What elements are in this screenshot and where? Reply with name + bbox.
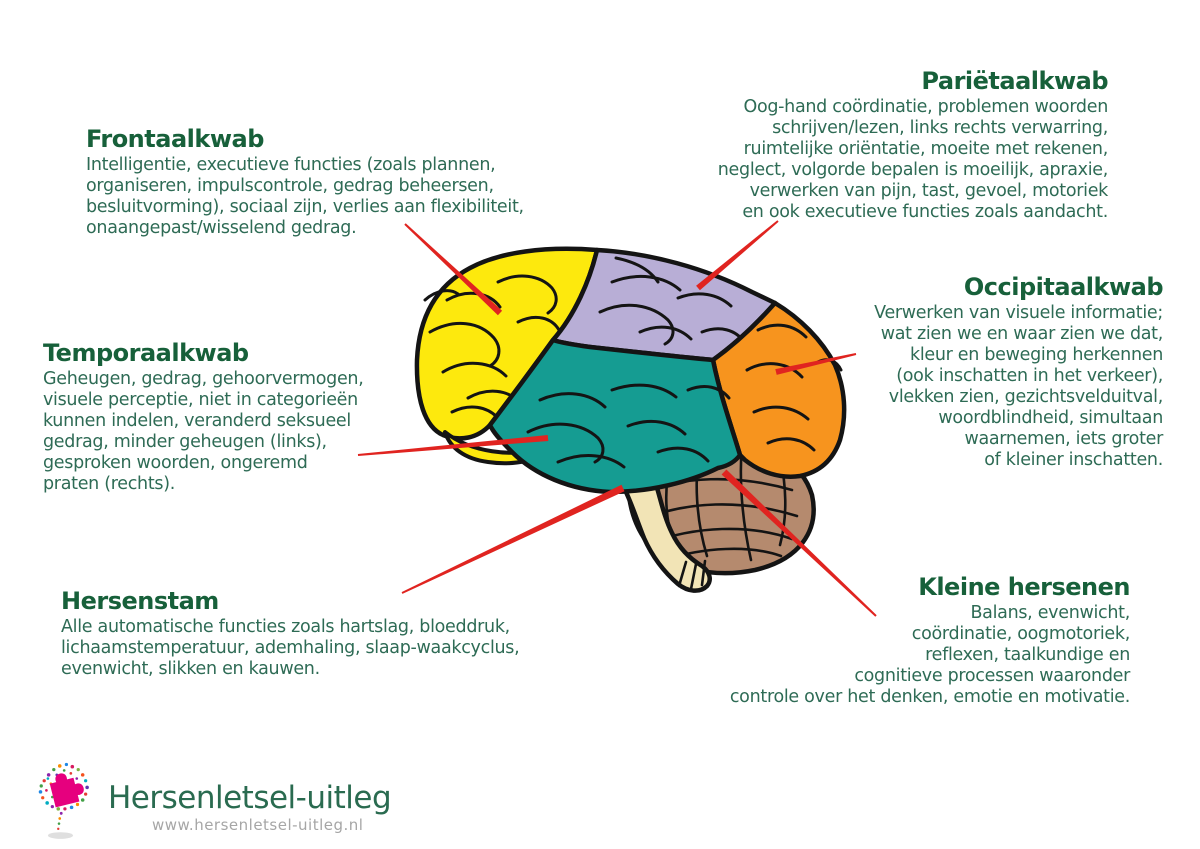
hersenstam-title: Hersenstam <box>61 587 219 615</box>
pointer-line-parietaalkwab <box>696 220 779 291</box>
logo-dot-cloud <box>38 762 89 831</box>
section-occipitaalkwab: Occipitaalkwab Verwerken van visuele inf… <box>803 274 1163 471</box>
pointer-line-occipitaalkwab <box>775 353 857 375</box>
brainstem-fingers <box>677 559 707 591</box>
logo: Hersenletsel-uitleg www.hersenletsel-uit… <box>22 758 442 843</box>
logo-puzzle-piece <box>49 773 84 808</box>
pointer-line-kleine-hersenen <box>721 469 877 617</box>
section-temporaalkwab: Temporaalkwab Geheugen, gedrag, gehoorve… <box>43 340 423 495</box>
pointer-line-frontaalkwab <box>404 223 503 316</box>
pointer-line-hersenstam <box>401 484 625 594</box>
occipitaalkwab-title: Occipitaalkwab <box>963 273 1164 301</box>
section-parietaalkwab: Pariëtaalkwab Oog-hand coördinatie, prob… <box>658 67 1109 223</box>
frontaalkwab-description: Intelligentie, executieve functies (zoal… <box>86 155 524 238</box>
section-kleine-hersenen: Kleine hersenen Balans, evenwicht, coörd… <box>650 573 1131 708</box>
logo-brain-icon <box>38 762 89 839</box>
section-frontaalkwab: Frontaalkwab Intelligentie, executieve f… <box>86 126 606 239</box>
hersenstam-description: Alle automatische functies zoals hartsla… <box>61 617 520 679</box>
parietal-gyri <box>598 256 746 346</box>
frontaalkwab-title: Frontaalkwab <box>86 125 264 153</box>
occipitaalkwab-description: Verwerken van visuele informatie; wat zi… <box>874 303 1163 470</box>
pointer-line-temporaalkwab <box>357 435 549 456</box>
temporaalkwab-description: Geheugen, gedrag, gehoorvermogen, visuel… <box>43 369 364 494</box>
temporal-lobe-region <box>487 337 743 495</box>
temporal-gyri <box>526 383 731 469</box>
parietaalkwab-description: Oog-hand coördinatie, problemen woorden … <box>717 97 1109 222</box>
parietaalkwab-title: Pariëtaalkwab <box>921 67 1108 95</box>
section-hersenstam: Hersenstam Alle automatische functies zo… <box>61 588 621 680</box>
logo-name: Hersenletsel-uitleg <box>108 780 392 816</box>
kleine-hersenen-title: Kleine hersenen <box>918 573 1130 601</box>
kleine-hersenen-description: Balans, evenwicht, coördinatie, oogmotor… <box>729 603 1130 707</box>
logo-url: www.hersenletsel-uitleg.nl <box>152 816 364 834</box>
temporaalkwab-title: Temporaalkwab <box>43 339 249 367</box>
